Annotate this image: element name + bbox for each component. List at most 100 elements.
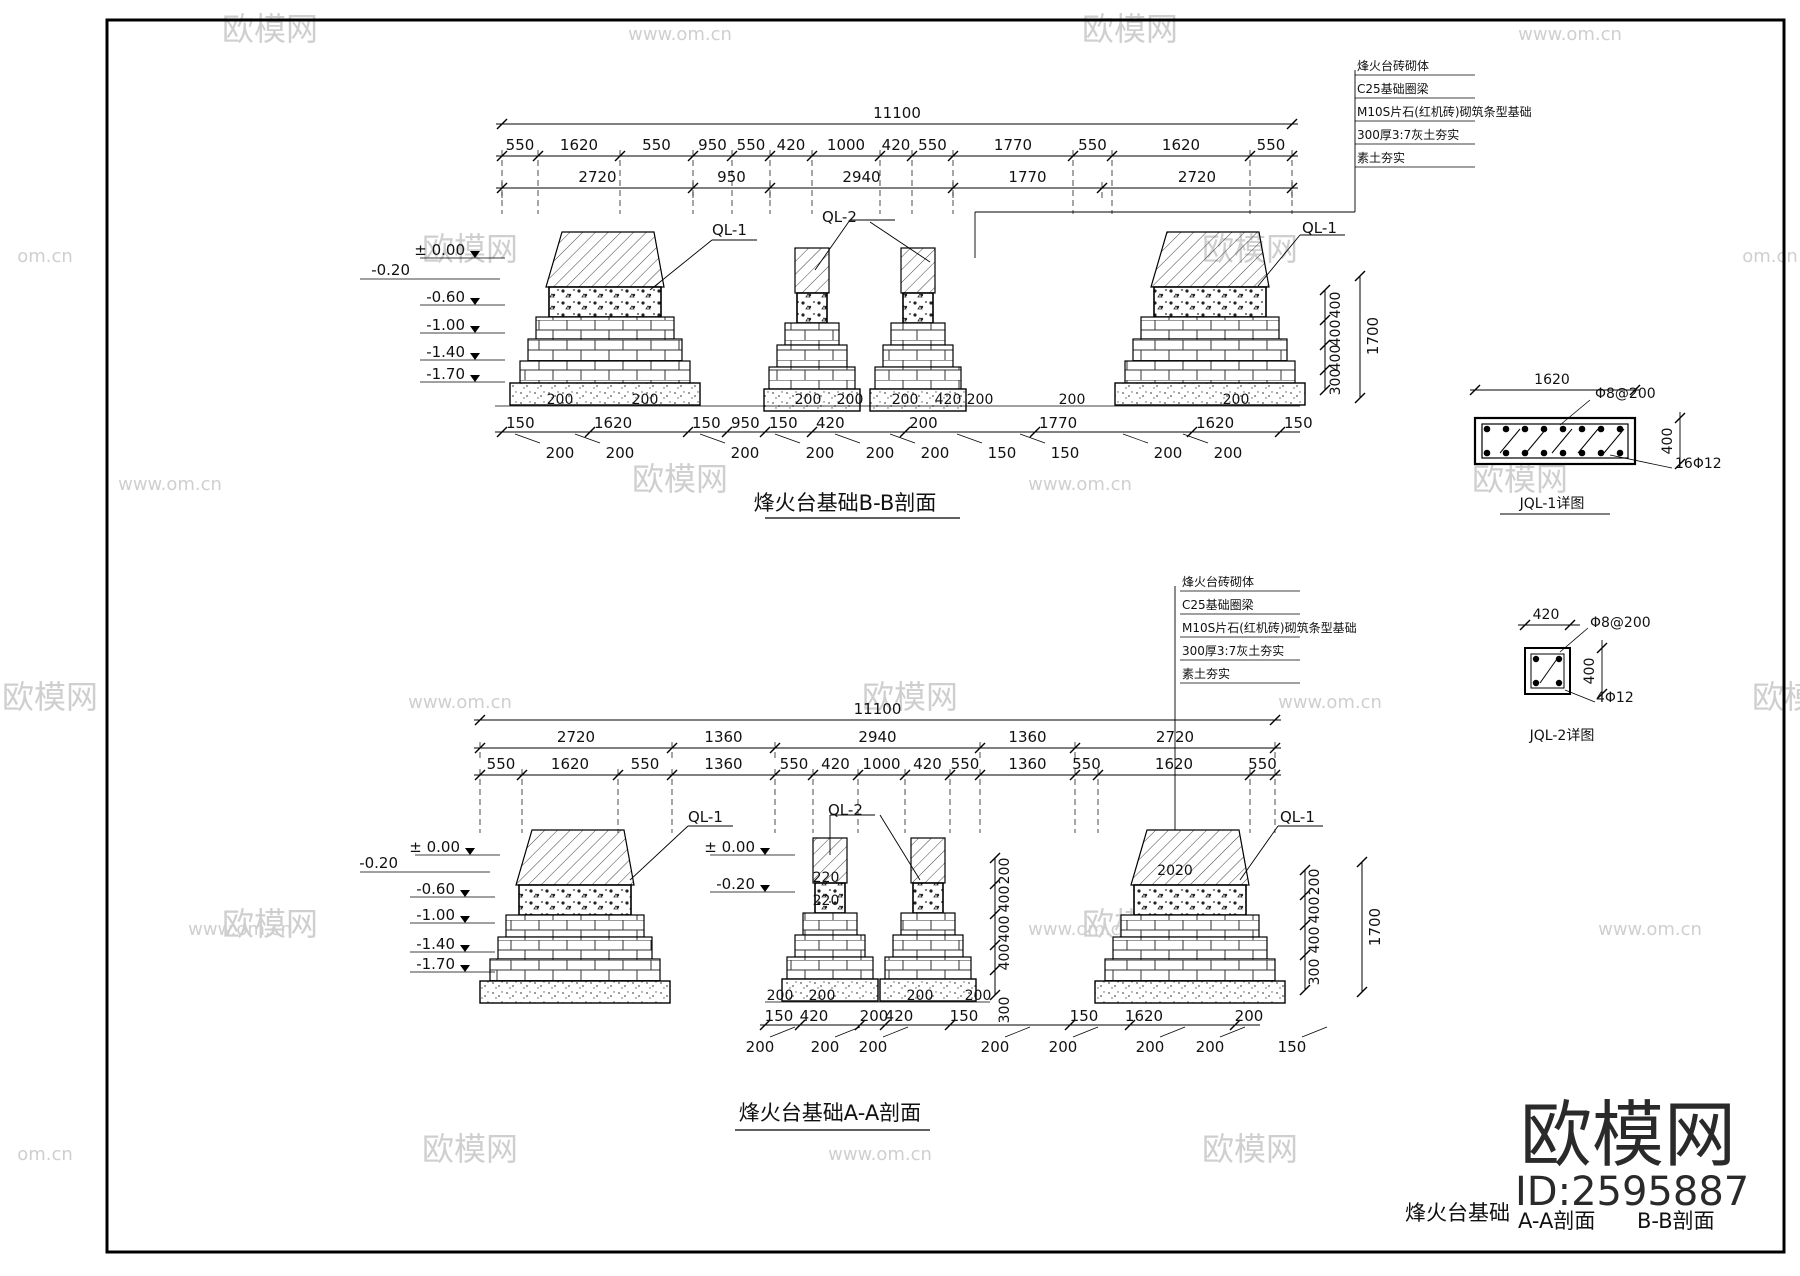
bottom-dim-label: 200 bbox=[632, 392, 659, 408]
dim-tick bbox=[721, 426, 733, 438]
brand-watermark: 欧模网 bbox=[862, 678, 958, 716]
material-note: 烽火台砖砌体 bbox=[1182, 574, 1254, 589]
site-watermark: www.om.cn bbox=[188, 919, 292, 940]
mid-level-label: -0.20 bbox=[716, 875, 755, 893]
vertical-dim-label: 400 bbox=[1328, 320, 1344, 347]
dim-tick bbox=[989, 878, 1001, 890]
wall-hatch bbox=[1130, 829, 1250, 886]
vertical-dim-label: 300 bbox=[997, 997, 1013, 1024]
bottom-dim-label: 200 bbox=[809, 988, 836, 1004]
material-note: 素土夯实 bbox=[1182, 666, 1230, 681]
wall-hatch bbox=[794, 247, 830, 294]
dim-tick bbox=[1356, 986, 1368, 998]
jql1-rebar-dot bbox=[1597, 425, 1605, 433]
site-watermark: om.cn bbox=[17, 246, 73, 267]
beam-label: QL-1 bbox=[712, 221, 747, 239]
vertical-dim-label: 300 bbox=[1307, 959, 1323, 986]
brick-step bbox=[527, 338, 683, 362]
level-triangle bbox=[470, 375, 480, 382]
jql1-rebar-dot bbox=[1521, 449, 1529, 457]
dim-tick bbox=[1354, 270, 1366, 282]
bottom-dim-label: 420 bbox=[935, 392, 962, 408]
row2-dim-label: 1360 bbox=[704, 755, 742, 773]
ring-beam bbox=[1153, 286, 1267, 318]
row1-dim-label: 2940 bbox=[858, 728, 896, 746]
brick-step bbox=[1124, 360, 1296, 384]
dim-tick bbox=[496, 426, 508, 438]
leader-line bbox=[1301, 1026, 1328, 1038]
material-note: 300厚3:7灰土夯实 bbox=[1357, 127, 1459, 142]
dim-tick bbox=[584, 426, 596, 438]
dim-tick bbox=[944, 1019, 956, 1031]
dim-tick bbox=[1274, 426, 1286, 438]
dim-tick bbox=[682, 426, 694, 438]
row1-dim-label: 1360 bbox=[1008, 728, 1046, 746]
brick-step bbox=[784, 322, 840, 346]
brick-step bbox=[497, 936, 653, 960]
row1-dim-label: 550 bbox=[642, 136, 671, 154]
dim-tick bbox=[474, 714, 486, 726]
wall-hatch bbox=[900, 247, 936, 294]
leader-line bbox=[814, 219, 851, 271]
brand-watermark-large: 欧模网 bbox=[1520, 1093, 1736, 1177]
bottom-dim-label: 150 bbox=[769, 414, 798, 432]
dim-tick bbox=[1064, 1019, 1076, 1031]
level-triangle bbox=[465, 848, 475, 855]
material-note: 300厚3:7灰土夯实 bbox=[1182, 643, 1284, 658]
ring-beam bbox=[796, 292, 828, 324]
vertical-dim-label: 400 bbox=[997, 886, 1013, 913]
wall-hatch bbox=[1150, 231, 1270, 288]
row1-dim-label: 1770 bbox=[994, 136, 1032, 154]
lime-base bbox=[763, 388, 861, 412]
jql2-stirrup bbox=[1530, 653, 1565, 689]
site-watermark: www.om.cn bbox=[408, 692, 512, 713]
lime-base bbox=[1114, 382, 1306, 406]
jql1-tie bbox=[1525, 428, 1547, 454]
ring-beam bbox=[814, 882, 846, 914]
jql1-rebar-dot bbox=[1559, 425, 1567, 433]
row2-dim-label: 420 bbox=[821, 755, 850, 773]
beam-label: QL-2 bbox=[828, 801, 863, 819]
jql1-section bbox=[1473, 416, 1637, 466]
bottom-dim-label: 200 bbox=[967, 392, 994, 408]
jql2-tie bbox=[1539, 658, 1558, 684]
bottom-dim-label: 200 bbox=[1059, 392, 1086, 408]
dim-tick bbox=[1629, 384, 1641, 396]
bottom-dim-label: 150 bbox=[1051, 444, 1080, 462]
bottom-dim-label: 200 bbox=[547, 392, 574, 408]
brick-step bbox=[874, 366, 962, 390]
jql2-title: JQL-2详图 bbox=[1529, 728, 1595, 744]
jql1-rebar-dot bbox=[1540, 425, 1548, 433]
bottom-dim-label: 200 bbox=[546, 444, 575, 462]
row2-dim-label: 550 bbox=[487, 755, 516, 773]
bottom-dim-label: 200 bbox=[981, 1038, 1010, 1056]
ring-beam bbox=[1133, 884, 1247, 916]
lime-base bbox=[869, 388, 967, 412]
brand-watermark: 欧模网 bbox=[422, 230, 518, 268]
jql1-rebar-dot bbox=[1559, 449, 1567, 457]
brick-step bbox=[882, 344, 954, 368]
jql1-stirrup bbox=[1481, 423, 1629, 459]
brick-step bbox=[1104, 958, 1276, 982]
dim-tick bbox=[989, 908, 1001, 920]
footing-mid-left bbox=[781, 837, 879, 1002]
dim-tick bbox=[1319, 314, 1331, 326]
footing-right bbox=[1114, 231, 1306, 406]
dim-tick bbox=[1186, 426, 1198, 438]
brick-step bbox=[776, 344, 848, 368]
jql1-rebar-dot bbox=[1483, 449, 1491, 457]
sheet-title-part2: A-A剖面 bbox=[1518, 1209, 1595, 1233]
row2-dim-label: 550 bbox=[631, 755, 660, 773]
bottom-dim-label: 950 bbox=[731, 414, 760, 432]
dim-tick bbox=[1319, 384, 1331, 396]
site-watermark: www.om.cn bbox=[1028, 919, 1132, 940]
site-watermark: www.om.cn bbox=[1028, 474, 1132, 495]
bottom-dim-label: 150 bbox=[1070, 1007, 1099, 1025]
dim-tick bbox=[879, 1019, 891, 1031]
level-triangle bbox=[470, 353, 480, 360]
site-watermark: www.om.cn bbox=[1278, 692, 1382, 713]
bottom-dim-label: 200 bbox=[606, 444, 635, 462]
ring-beam bbox=[912, 882, 944, 914]
brick-step bbox=[884, 956, 972, 980]
